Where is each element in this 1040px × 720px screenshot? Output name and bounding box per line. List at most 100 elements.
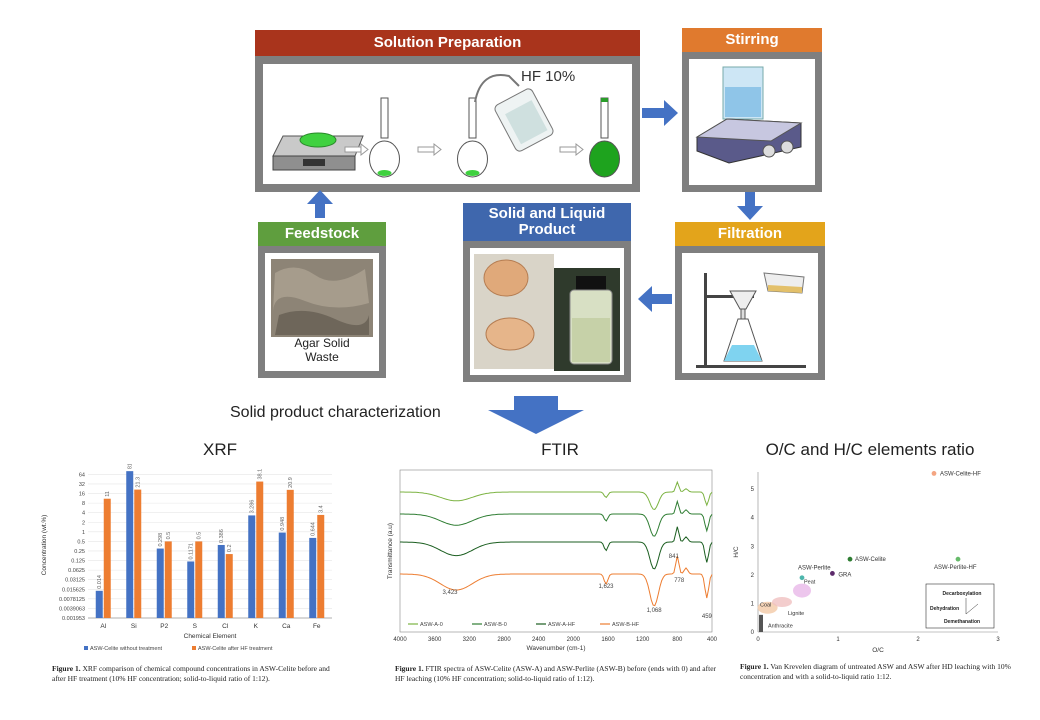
ftir-peak-label: 459 <box>702 614 713 620</box>
ftir-x-tick-label: 2800 <box>497 637 511 643</box>
vk-data-point <box>847 556 853 562</box>
xrf-data-label: 0.644 <box>311 522 317 536</box>
hf-label: HF 10% <box>521 68 575 85</box>
xrf-y-tick-label: 0.0078125 <box>59 597 85 603</box>
xrf-bar <box>164 541 172 618</box>
xrf-data-label: 3.4 <box>319 505 325 513</box>
xrf-y-tick-label: 4 <box>82 511 85 517</box>
ftir-peak-label: 778 <box>674 578 685 584</box>
vk-point-label: ASW-Celite-HF <box>940 471 981 477</box>
filtration-title: Filtration <box>717 224 783 242</box>
flask-icon <box>457 97 488 178</box>
agar-solid-waste-label: Agar Solid Waste <box>294 336 350 364</box>
xrf-data-label: 38.1 <box>258 469 264 480</box>
ftir-x-tick-label: 3200 <box>463 637 477 643</box>
vk-caption-text: Van Krevelen diagram of untreated ASW an… <box>740 662 1011 682</box>
xrf-bar <box>256 481 264 618</box>
xrf-data-label: 0.5 <box>197 532 203 540</box>
xrf-x-tick-label: Al <box>100 623 106 630</box>
vk-inset-box <box>925 583 995 629</box>
vk-inset-arrow <box>965 603 979 615</box>
stirring-title: Stirring <box>725 30 779 48</box>
xrf-x-tick-label: Ca <box>282 623 291 630</box>
vk-data-point <box>931 471 937 476</box>
agar-waste-photo <box>271 259 373 337</box>
xrf-y-tick-label: 0.001953 <box>62 616 85 622</box>
feedstock-header: Feedstock <box>258 222 386 246</box>
vk-y-tick-label: 5 <box>751 487 755 493</box>
xrf-y-tick-label: 8 <box>82 501 85 507</box>
vk-data-point <box>799 575 805 581</box>
vk-region-label: Lignite <box>788 611 804 617</box>
feedstock-title: Feedstock <box>284 224 360 242</box>
xrf-bar <box>195 541 203 618</box>
solution-preparation-illustration: HF 10% <box>272 68 620 178</box>
vk-y-tick-label: 0 <box>751 630 755 636</box>
vk-point-label: ASW-Perlite <box>798 566 831 572</box>
filtration-setup-icon <box>696 272 806 368</box>
step-arrow-icon <box>344 142 369 157</box>
vk-caption: Figure 1. Van Krevelen diagram of untrea… <box>740 662 1020 682</box>
vk-region-label: Peat <box>804 579 816 585</box>
solution-preparation-title: Solution Preparation <box>373 33 522 51</box>
vk-region-anthracite <box>759 614 763 632</box>
filtration-header: Filtration <box>675 222 825 246</box>
xrf-data-label: 0.1171 <box>189 543 195 559</box>
xrf-y-tick-label: 0.25 <box>74 549 85 555</box>
xrf-bar <box>225 554 233 618</box>
ftir-legend-label: ASW-B-0 <box>484 622 507 628</box>
vk-y-tick-label: 2 <box>751 573 755 579</box>
vk-y-tick-label: 4 <box>751 516 755 522</box>
ftir-legend-label: ASW-A-HF <box>548 622 576 628</box>
vk-x-tick-label: 2 <box>916 637 920 643</box>
ftir-y-axis-label: Transmittance (a.u) <box>387 523 394 579</box>
vk-region-label: Coal <box>760 602 771 608</box>
ftir-legend-label: ASW-B-HF <box>612 622 640 628</box>
xrf-bar <box>103 498 111 618</box>
flow-arrow-up-icon <box>307 190 333 218</box>
xrf-data-label: 11 <box>105 491 111 497</box>
ftir-series-line <box>400 526 713 570</box>
flask-green-icon <box>589 97 620 178</box>
vk-inset-label: Demethanation <box>944 619 980 625</box>
xrf-y-tick-label: 1 <box>82 530 85 536</box>
xrf-y-tick-label: 64 <box>79 472 85 478</box>
solid-liquid-header: Solid and Liquid Product <box>463 203 631 241</box>
ftir-peak-label: 3,423 <box>442 590 458 596</box>
vk-y-axis-label: H/C <box>733 546 740 558</box>
solution-preparation-header: Solution Preparation <box>255 30 640 56</box>
xrf-bar <box>156 548 164 618</box>
ftir-x-tick-label: 800 <box>672 637 683 643</box>
ftir-x-tick-label: 2000 <box>567 637 581 643</box>
magnetic-stirrer-icon <box>695 66 803 164</box>
vk-region-coal <box>757 601 778 614</box>
xrf-x-tick-label: S <box>193 623 198 630</box>
stirring-inner <box>689 59 815 185</box>
vk-region-label: Anthracite <box>768 624 793 630</box>
xrf-data-label: 81 <box>128 464 134 469</box>
xrf-caption-label: Figure 1. <box>52 664 81 673</box>
characterization-label: Solid product characterization <box>230 404 441 421</box>
xrf-y-tick-label: 0.03125 <box>65 578 85 584</box>
xrf-y-tick-label: 0.125 <box>71 559 85 565</box>
vk-x-tick-label: 1 <box>836 637 840 643</box>
xrf-data-label: 0.2 <box>227 544 233 552</box>
xrf-legend-swatch <box>84 646 88 650</box>
solid-liquid-title: Solid and Liquid Product <box>488 204 606 238</box>
vk-inset-label: Decarboxylation <box>943 591 982 597</box>
xrf-legend-label: ASW-Celite without treatment <box>90 646 163 652</box>
xrf-data-label: 20.9 <box>288 477 294 488</box>
filtration-inner <box>682 253 818 373</box>
xrf-y-tick-label: 32 <box>79 482 85 488</box>
vk-point-label: ASW-Celite <box>855 557 887 563</box>
vk-title: O/C and H/C elements ratio <box>765 440 975 459</box>
solution-preparation-inner: HF 10% <box>263 64 632 184</box>
wash-bottle-icon <box>474 74 554 152</box>
xrf-data-label: 0.298 <box>158 533 164 547</box>
xrf-caption: Figure 1. XRF comparison of chemical com… <box>52 664 342 684</box>
ftir-caption-text: FTIR spectra of ASW-Celite (ASW-A) and A… <box>395 664 717 684</box>
xrf-bar <box>95 590 103 618</box>
xrf-bar <box>187 561 195 618</box>
